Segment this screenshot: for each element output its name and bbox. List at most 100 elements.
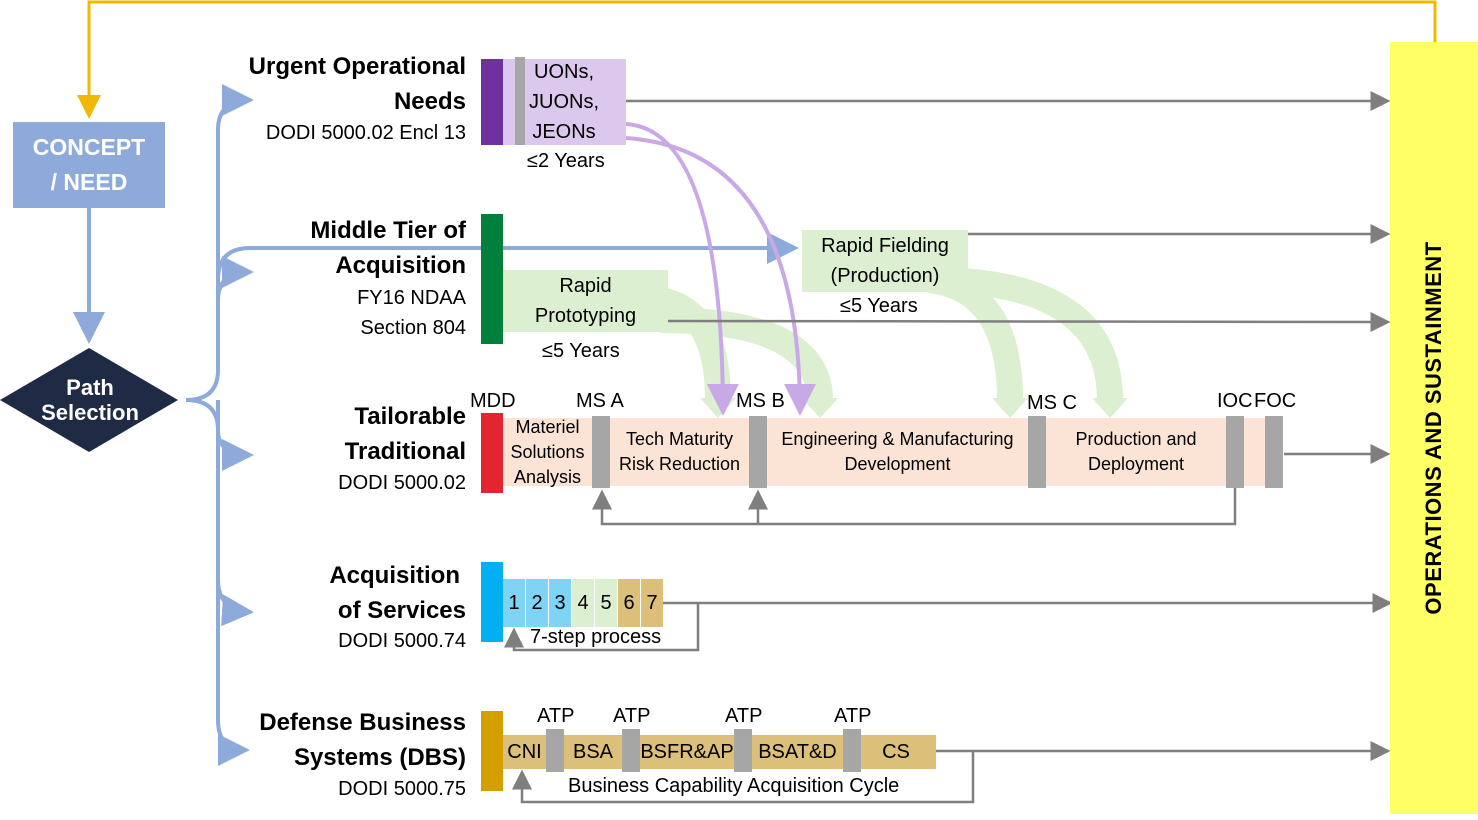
dbs-gate-3 (734, 729, 752, 772)
gate-ms-a (592, 416, 610, 488)
svc-step-7: 7 (641, 579, 663, 627)
uon-title1: Urgent Operational (248, 53, 466, 80)
concept-line2: / NEED (50, 169, 128, 195)
mta-ref: FY16 NDAA Section 804 (200, 283, 466, 343)
svc-ref: DODI 5000.74 (338, 630, 466, 652)
dbs-caption: Business Capability Acquisition Cycle (568, 775, 900, 797)
phase-msa: Materiel Solutions Analysis (503, 416, 592, 487)
proto-duration: ≤5 Years (542, 340, 620, 362)
path-selection-label: Path Selection (20, 368, 160, 432)
uon-color-bar (481, 59, 503, 145)
dbs-loop (512, 751, 975, 804)
dbs-gate-1 (546, 729, 564, 772)
svc-caption: 7-step process (530, 626, 662, 648)
trad-color-bar (481, 413, 503, 493)
proto-line1: Rapid (559, 275, 612, 297)
svc-step-4: 4 (572, 579, 594, 627)
milestone-ioc: IOC (1217, 390, 1253, 412)
phase-pd-line1: Production and (1075, 429, 1197, 449)
dbs-phase-cni: CNI (507, 740, 542, 763)
phase-pd: Production and Deployment (1046, 418, 1226, 486)
uon-box1: UONs, (534, 61, 594, 83)
svc-title: Acquisition of Services (200, 558, 466, 628)
gate-foc (1265, 416, 1283, 488)
mta-color-bar (481, 214, 503, 344)
dbs-atp-3: ATP (725, 705, 763, 727)
proto-line2: Prototyping (534, 305, 637, 327)
milestone-ms-b: MS B (736, 390, 785, 412)
dbs-title: Defense Business Systems (DBS) (200, 705, 466, 775)
phase-msa-line1: Materiel (515, 416, 580, 437)
concept-need-box: CONCEPT / NEED (13, 122, 165, 208)
operations-sustainment-bar (1390, 42, 1478, 814)
operations-label: OPERATIONS AND SUSTAINMENT (1421, 241, 1446, 615)
uon-duration: ≤2 Years (527, 150, 605, 172)
dbs-ref: DODI 5000.75 (338, 778, 466, 800)
dbs-atp-1: ATP (537, 705, 575, 727)
svc-step-3: 3 (549, 579, 571, 627)
dbs-phase-bsfrap: BSFR&AP (640, 740, 734, 763)
rapid-fielding-box: Rapid Fielding (Production) (802, 230, 968, 292)
trad-title: Tailorable Traditional (200, 399, 466, 469)
milestone-foc: FOC (1254, 390, 1297, 412)
gate-ms-b (749, 416, 767, 488)
svc-color-bar (481, 562, 503, 642)
gate-ms-c (1028, 416, 1046, 488)
milestone-mdd: MDD (470, 390, 516, 412)
dbs-title1: Defense Business (259, 709, 466, 736)
phase-tmrr: Tech Maturity Risk Reduction (610, 418, 749, 486)
field-line2: (Production) (830, 265, 940, 287)
phase-emd-line2: Development (844, 454, 951, 474)
dbs-phase-bsatd: BSAT&D (758, 740, 837, 763)
svc-step-1: 1 (503, 579, 525, 627)
dbs-band (503, 735, 936, 769)
phase-msa-line2: Solutions (510, 441, 585, 462)
mta-title2: Acquisition (335, 252, 466, 279)
path-line2: Selection (41, 400, 139, 425)
ops-arrows (626, 91, 1393, 761)
services-loop (504, 603, 700, 652)
dbs-phase-cs: CS (882, 740, 910, 763)
trad-band (503, 418, 1281, 486)
phase-tmrr-line1: Tech Maturity (625, 429, 734, 449)
trad-title2: Traditional (344, 438, 466, 465)
field-duration: ≤5 Years (840, 295, 918, 317)
uon-title2: Needs (393, 88, 466, 115)
rapid-prototyping-box: Rapid Prototyping (503, 270, 668, 332)
milestone-ms-c: MS C (1027, 392, 1077, 414)
uon-gate (515, 57, 525, 145)
svc-step-6: 6 (618, 579, 640, 627)
dbs-atp-2: ATP (613, 705, 651, 727)
path-line1: Path (66, 375, 114, 400)
phase-emd: Engineering & Manufacturing Development (767, 418, 1028, 486)
trad-title1: Tailorable (354, 403, 466, 430)
field-line1: Rapid Fielding (821, 235, 949, 257)
uon-flows (625, 122, 816, 416)
dbs-color-bar (481, 711, 503, 791)
svc-step-5: 5 (595, 579, 617, 627)
uon-title: Urgent Operational Needs (200, 49, 466, 119)
gate-ioc (1226, 416, 1244, 488)
svc-title1: Acquisition (329, 562, 460, 589)
mta-ref2: Section 804 (360, 317, 466, 339)
uon-ref: DODI 5000.02 Encl 13 (265, 122, 466, 144)
dbs-gate-2 (622, 729, 640, 772)
svc-title2: of Services (337, 597, 466, 624)
dbs-phase-bsa: BSA (572, 740, 614, 763)
mta-title1: Middle Tier of (310, 217, 466, 244)
traditional-loop (592, 488, 1237, 526)
mta-title: Middle Tier of Acquisition (200, 213, 466, 283)
phase-tmrr-line2: Risk Reduction (618, 454, 741, 474)
dbs-gate-4 (843, 729, 861, 772)
dbs-atp-4: ATP (834, 705, 872, 727)
path-branches (185, 84, 799, 766)
phase-msa-line3: Analysis (513, 466, 582, 487)
phase-emd-line1: Engineering & Manufacturing (781, 429, 1014, 449)
dbs-title2: Systems (DBS) (293, 744, 466, 771)
uon-box3: JEONs (532, 121, 596, 143)
mta-ref1: FY16 NDAA (357, 287, 466, 309)
phase-pd-line2: Deployment (1087, 454, 1185, 474)
uon-box-text: UONs, JUONs, JEONs (526, 59, 602, 145)
uon-box2: JUONs, (529, 91, 599, 113)
feedback-loop-line (77, 0, 1437, 119)
